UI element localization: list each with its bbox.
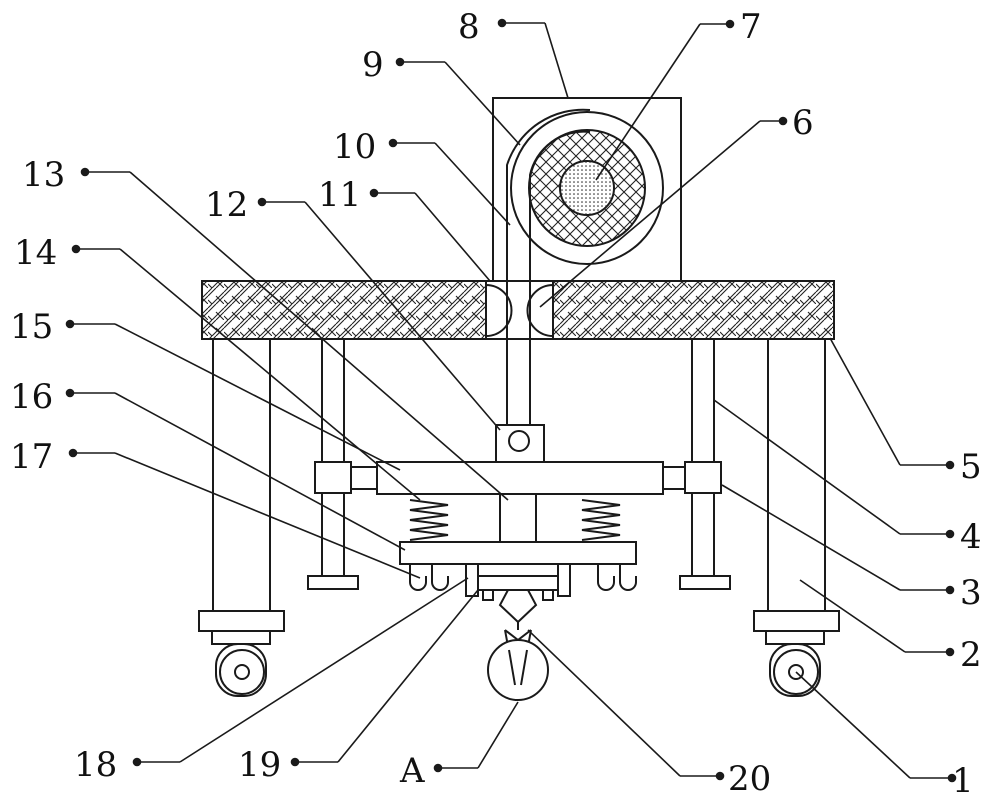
guide-roller-right <box>526 283 554 338</box>
lower-plate <box>399 541 637 565</box>
label-A: A <box>399 751 425 791</box>
right-leg <box>767 338 826 612</box>
label-8: 8 <box>458 7 480 47</box>
bracket-right <box>557 563 571 597</box>
label-3: 3 <box>960 573 982 613</box>
label-9: 9 <box>362 45 384 85</box>
center-post <box>499 493 537 543</box>
label-18: 18 <box>74 745 117 785</box>
label-14: 14 <box>14 233 57 273</box>
label-12: 12 <box>205 185 248 225</box>
right-caster-mount <box>753 610 840 632</box>
label-15: 15 <box>10 307 53 347</box>
left-spring <box>409 499 449 541</box>
left-caster-mount <box>198 610 285 632</box>
left-guide-rod <box>321 338 345 577</box>
left-sleeve <box>314 461 352 494</box>
right-guide-rod <box>691 338 715 577</box>
label-20: 20 <box>728 759 771 799</box>
guide-roller-left <box>485 283 513 338</box>
label-17: 17 <box>10 437 53 477</box>
cable-outer <box>506 108 591 445</box>
label-16: 16 <box>10 377 53 417</box>
right-hook-pair <box>597 564 637 591</box>
cable-inner <box>529 130 591 445</box>
label-6: 6 <box>792 103 814 143</box>
label-1: 1 <box>952 761 974 801</box>
gripped-object-A <box>487 639 549 701</box>
label-7: 7 <box>740 7 762 47</box>
label-5: 5 <box>960 447 982 487</box>
right-sleeve <box>684 461 722 494</box>
gripper-arms <box>498 589 538 630</box>
label-19: 19 <box>238 745 281 785</box>
left-leg <box>212 338 271 612</box>
label-4: 4 <box>960 517 982 557</box>
left-hook-pair <box>409 564 449 591</box>
right-spring <box>581 499 621 541</box>
right-rod-foot <box>679 575 731 590</box>
label-13: 13 <box>22 155 65 195</box>
label-11: 11 <box>318 175 361 215</box>
clamp-base <box>477 575 559 591</box>
label-2: 2 <box>960 635 982 675</box>
left-rod-foot <box>307 575 359 590</box>
label-10: 10 <box>333 127 376 167</box>
